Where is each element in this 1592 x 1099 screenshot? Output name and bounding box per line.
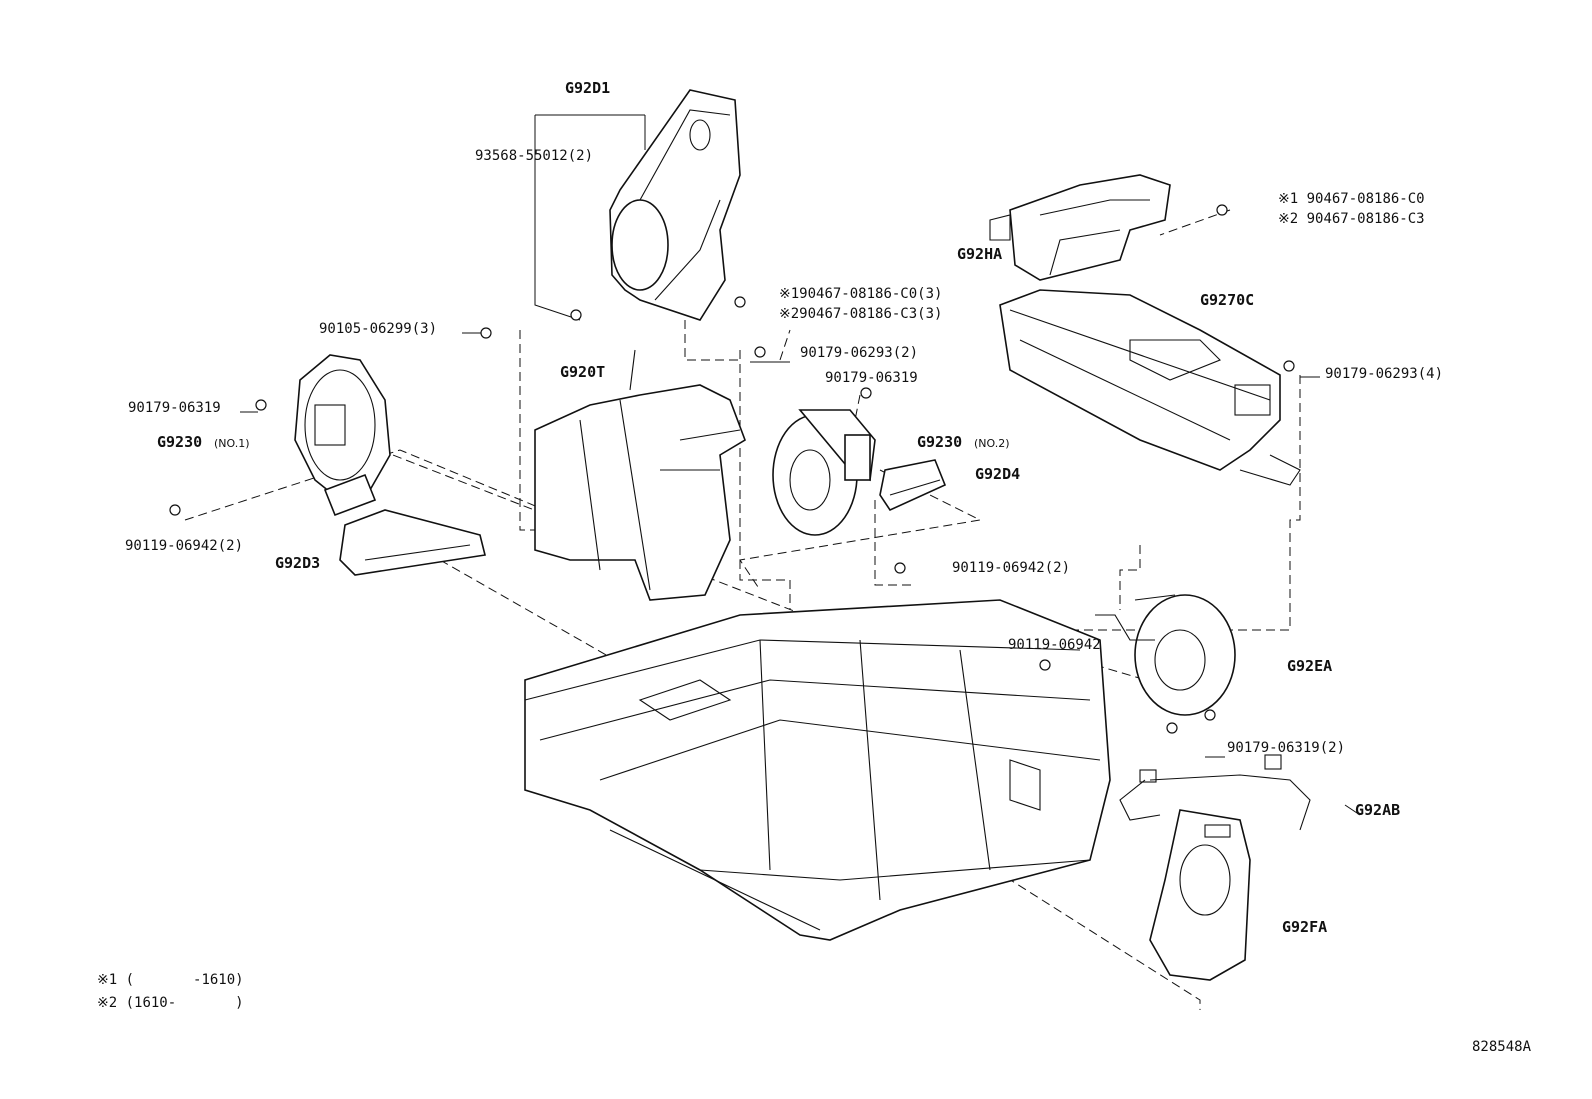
fasteners [169,204,1295,734]
label-g920t: G920T [560,363,605,381]
label-90119-06942: 90119-06942 [1008,637,1101,653]
label-90179-06319-left: 90179-06319 [128,400,221,416]
label-g92ha: G92HA [957,245,1002,263]
label-90179-06293-4: 90179-06293(4) [1325,366,1443,382]
label-90119-06942-2-left: 90119-06942(2) [125,538,243,554]
legend-line-2: ※2 (1610- ) [97,995,244,1011]
blower-g9230-no1 [294,354,391,517]
battery-assembly [524,599,1111,941]
duct-g92d4 [879,459,947,512]
part-labels: G92D1 93568-55012(2) G92HA ※1 90467-0818… [125,79,1443,936]
label-g92d3: G92D3 [275,554,320,572]
blower-g9230-no2 [772,409,876,536]
blower-g92ea [1095,594,1236,716]
label-note1-top: ※1 90467-08186-C0 [1278,191,1425,207]
label-g9230-no2: G9230 [917,433,962,451]
plate-g92fa [1149,809,1251,981]
label-g92ea: G92EA [1287,657,1332,675]
unit-g9270c [999,289,1301,486]
label-90179-06319-2: 90179-06319(2) [1227,740,1345,756]
legend: ※1 ( -1610) ※2 (1610- ) [97,972,244,1011]
legend-line-1: ※1 ( -1610) [97,972,244,988]
label-g9270c: G9270C [1200,291,1254,309]
duct-g92d3 [339,509,486,576]
label-note2-top: ※2 90467-08186-C3 [1278,211,1425,227]
duct-g92d1 [609,89,741,321]
label-no2: (NO.2) [974,437,1010,450]
label-g92ab: G92AB [1355,801,1400,819]
label-g92fa: G92FA [1282,918,1327,936]
label-g9230-no1: G9230 [157,433,202,451]
label-g92d4: G92D4 [975,465,1020,483]
duct-g92ha [989,174,1171,281]
drawing-number: 828548A [1472,1039,1532,1055]
label-g92d1: G92D1 [565,79,610,97]
label-note2-mid: ※290467-08186-C3(3) [779,306,942,322]
label-90179-06319-mid: 90179-06319 [825,370,918,386]
harness-g92ab [1119,754,1311,831]
cover-g920t [534,349,746,601]
label-90119-06942-2-right: 90119-06942(2) [952,560,1070,576]
label-no1: (NO.1) [214,437,250,450]
label-93568-55012: 93568-55012(2) [475,148,593,164]
label-90105-06299: 90105-06299(3) [319,321,437,337]
label-note1-mid: ※190467-08186-C0(3) [779,286,942,302]
label-90179-06293-2: 90179-06293(2) [800,345,918,361]
